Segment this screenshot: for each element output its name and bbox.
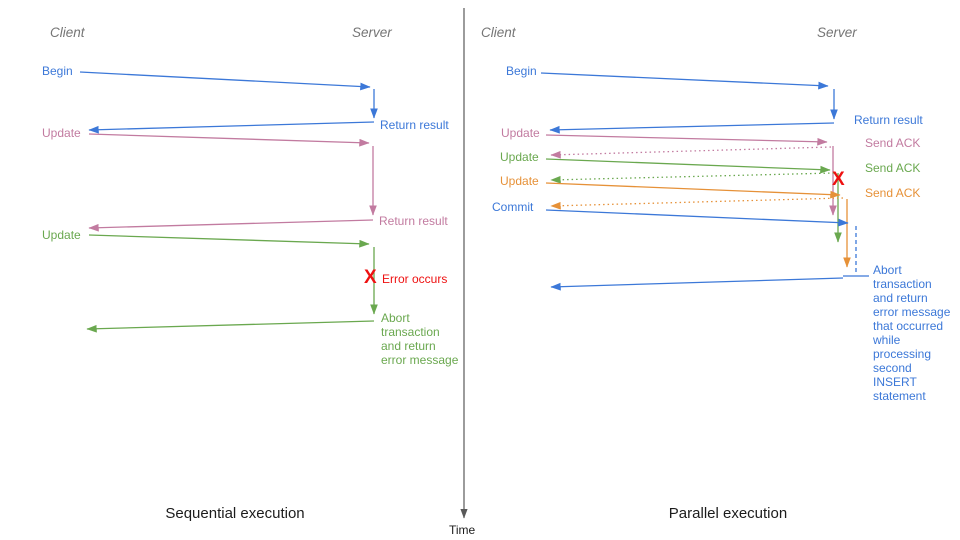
- par-update-1-request-arrow: [545, 134, 828, 146]
- right-abort-message: Abort transaction and return error messa…: [873, 263, 951, 403]
- right-error-x-icon: X: [832, 169, 845, 190]
- right-return-result: Return result: [854, 113, 923, 127]
- seq-abort-return-arrow: [86, 320, 375, 333]
- left-begin-label: Begin: [42, 64, 73, 78]
- left-client-header: Client: [50, 25, 85, 40]
- right-send-ack-2: Send ACK: [865, 161, 921, 175]
- right-client-header: Client: [481, 25, 516, 40]
- par-return-result-arrow: [549, 122, 835, 134]
- par-begin-request-arrow: [540, 72, 829, 90]
- par-send-ack-3-dotted-arrow: [550, 197, 844, 210]
- par-update-3-request-arrow: [545, 182, 841, 199]
- right-send-ack-3: Send ACK: [865, 186, 921, 200]
- left-return-result-2: Return result: [379, 214, 448, 228]
- seq-update-2-request-arrow: [88, 234, 370, 248]
- left-error-x-icon: X: [364, 267, 377, 288]
- right-update-2-label: Update: [500, 150, 539, 164]
- par-commit-request-arrow: [545, 209, 849, 227]
- right-server-header: Server: [817, 25, 857, 40]
- seq-update-1-request-arrow: [88, 133, 370, 147]
- left-return-result-1: Return result: [380, 118, 449, 132]
- right-update-3-label: Update: [500, 174, 539, 188]
- left-error-occurs-label: Error occurs: [382, 272, 448, 286]
- left-server-header: Server: [352, 25, 392, 40]
- right-commit-label: Commit: [492, 200, 534, 214]
- par-abort-return-arrow: [550, 277, 844, 291]
- right-update-1-label: Update: [501, 126, 540, 140]
- right-begin-label: Begin: [506, 64, 537, 78]
- par-send-ack-1-dotted-arrow: [550, 146, 832, 159]
- par-update-2-request-arrow: [545, 158, 831, 174]
- left-update-2-label: Update: [42, 228, 81, 242]
- right-send-ack-1: Send ACK: [865, 136, 921, 150]
- right-caption: Parallel execution: [668, 505, 788, 522]
- seq-return-result-1-arrow: [88, 121, 375, 134]
- seq-begin-request-arrow: [79, 71, 371, 91]
- time-axis-label: Time: [449, 523, 476, 537]
- seq-return-result-2-arrow: [88, 219, 374, 232]
- left-abort-message: Abort transaction and return error messa…: [381, 311, 459, 367]
- left-caption: Sequential execution: [165, 505, 305, 522]
- left-update-1-label: Update: [42, 126, 81, 140]
- par-send-ack-2-dotted-arrow: [550, 172, 835, 184]
